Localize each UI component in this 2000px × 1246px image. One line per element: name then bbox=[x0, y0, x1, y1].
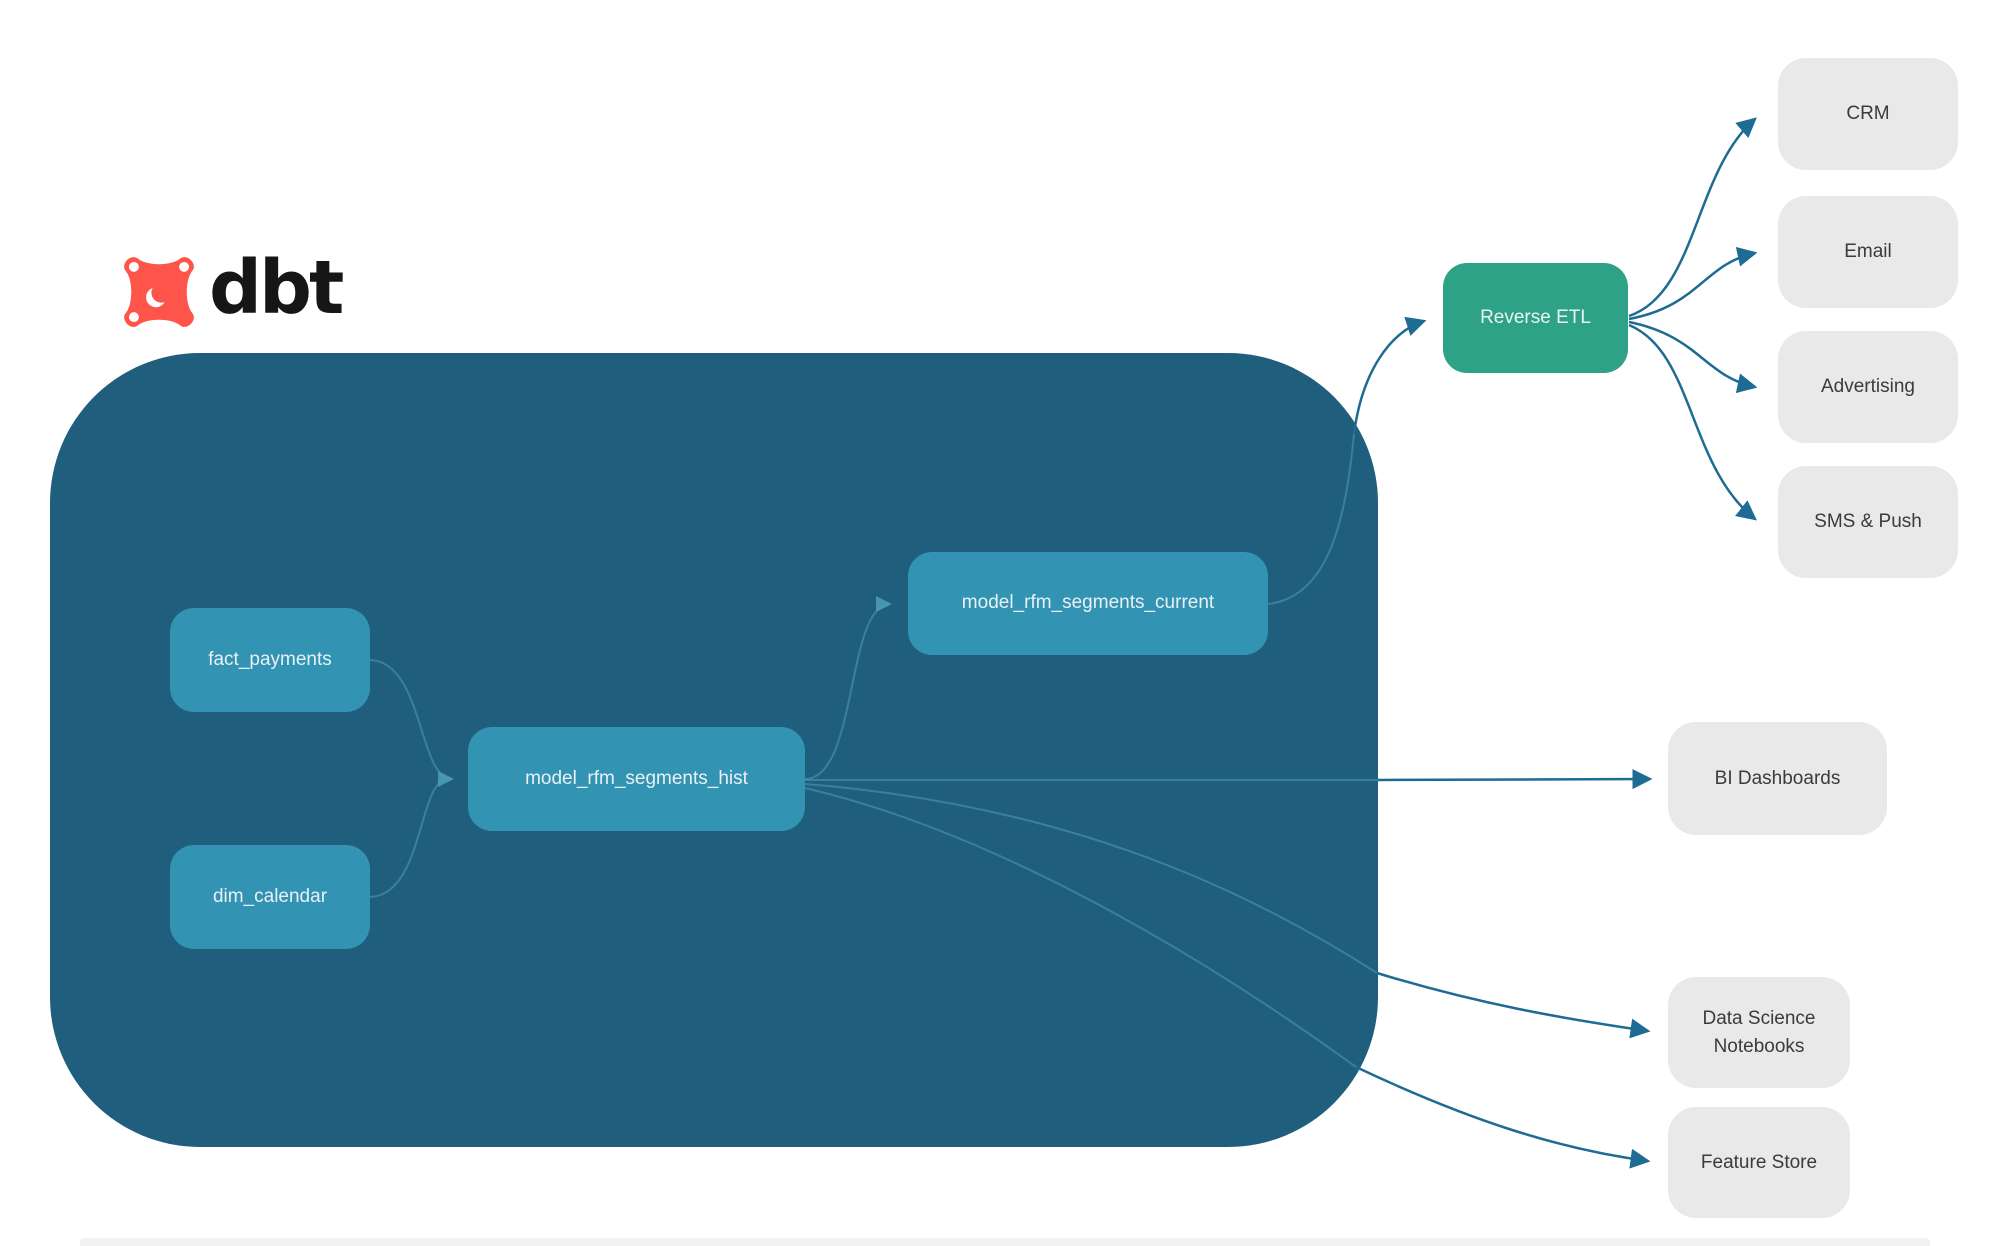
node-label: model_rfm_segments_current bbox=[961, 592, 1215, 614]
node-reverse-etl: Reverse ETL bbox=[1443, 263, 1628, 373]
dbt-logo: dbt bbox=[121, 245, 344, 331]
node-label: SMS & Push bbox=[1814, 511, 1922, 533]
node-model-rfm-segments-hist: model_rfm_segments_hist bbox=[468, 727, 805, 831]
node-model-rfm-segments-current: model_rfm_segments_current bbox=[908, 552, 1268, 655]
edge-reverse-etl-to-sms-push bbox=[1628, 323, 1757, 521]
node-feature-store: Feature Store bbox=[1668, 1107, 1850, 1218]
edge-hist-to-bi-outside bbox=[1377, 769, 1653, 790]
edge-reverse-etl-to-crm bbox=[1628, 117, 1757, 318]
node-label: BI Dashboards bbox=[1714, 767, 1841, 789]
node-crm: CRM bbox=[1778, 58, 1958, 170]
node-dim-calendar: dim_calendar bbox=[170, 845, 370, 949]
node-label: dim_calendar bbox=[212, 885, 328, 907]
bottom-edge-strip bbox=[80, 1238, 1930, 1246]
node-label: CRM bbox=[1846, 103, 1890, 125]
node-label: model_rfm_segments_hist bbox=[525, 767, 748, 789]
dbt-wordmark: dbt bbox=[209, 245, 344, 331]
edge-reverse-etl-to-advertising bbox=[1628, 320, 1758, 394]
edge-current-to-reverse-etl-outside bbox=[1352, 316, 1427, 435]
node-label: fact_payments bbox=[208, 648, 332, 670]
node-data-science-notebooks: Data Science Notebooks bbox=[1668, 977, 1850, 1088]
dbt-logo-icon bbox=[124, 257, 194, 327]
edge-reverse-etl-to-email bbox=[1628, 246, 1758, 321]
node-advertising: Advertising bbox=[1778, 331, 1958, 443]
node-label: Advertising bbox=[1821, 376, 1915, 398]
edge-hist-to-notebooks-outside bbox=[1376, 971, 1651, 1039]
node-sms-push: SMS & Push bbox=[1778, 466, 1958, 578]
node-label: Feature Store bbox=[1700, 1151, 1818, 1173]
edge-hist-to-feature-store-outside bbox=[1355, 1065, 1651, 1169]
node-bi-dashboards: BI Dashboards bbox=[1668, 722, 1887, 835]
node-email: Email bbox=[1778, 196, 1958, 308]
node-label: Data Science Notebooks bbox=[1702, 1007, 1816, 1057]
node-label: Email bbox=[1844, 241, 1892, 263]
node-fact-payments: fact_payments bbox=[170, 608, 370, 712]
node-label: Reverse ETL bbox=[1480, 307, 1591, 328]
